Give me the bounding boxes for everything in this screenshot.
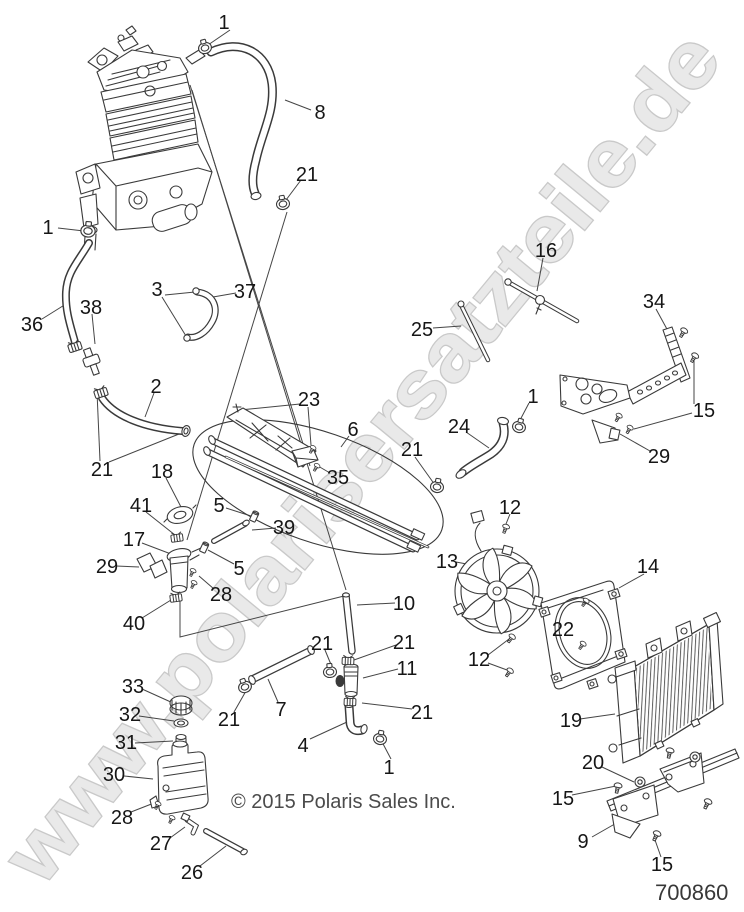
callout-12: 12 <box>499 497 521 519</box>
callout-21: 21 <box>91 459 113 481</box>
hose-3 <box>183 287 219 342</box>
filler-assembly <box>136 504 250 594</box>
fan-13 <box>453 510 544 635</box>
hose-7 <box>248 645 315 685</box>
callout-31: 31 <box>115 732 137 754</box>
callout-16: 16 <box>535 240 557 262</box>
callout-21: 21 <box>296 164 318 186</box>
callout-32: 32 <box>119 704 141 726</box>
hose-4 <box>343 701 368 736</box>
callout-37: 37 <box>234 281 256 303</box>
rod-25 <box>457 300 491 363</box>
fitting-11 <box>335 663 359 698</box>
callout-9: 9 <box>577 831 588 853</box>
callout-7: 7 <box>275 699 286 721</box>
tube-10 <box>341 592 356 655</box>
coolant-bottle <box>149 695 248 856</box>
callout-28: 28 <box>111 807 133 829</box>
callout-39: 39 <box>273 517 295 539</box>
callout-21: 21 <box>401 439 423 461</box>
callout-34: 34 <box>643 291 665 313</box>
callout-29: 29 <box>96 556 118 578</box>
callout-1: 1 <box>218 12 229 34</box>
callout-15: 15 <box>651 854 673 876</box>
radiator-19 <box>607 611 724 764</box>
callout-33: 33 <box>122 676 144 698</box>
callout-25: 25 <box>411 319 433 341</box>
bracket-34 <box>559 326 691 444</box>
callout-24: 24 <box>448 416 470 438</box>
bracket-9 <box>606 748 740 839</box>
callout-21: 21 <box>218 709 240 731</box>
heat-shield-6 <box>192 403 444 555</box>
leader-lines <box>41 29 695 867</box>
callout-21: 21 <box>411 702 433 724</box>
callout-13: 13 <box>436 551 458 573</box>
callout-2: 2 <box>150 376 161 398</box>
callout-36: 36 <box>21 314 43 336</box>
callout-40: 40 <box>123 613 145 635</box>
callout-15: 15 <box>552 788 574 810</box>
callout-6: 6 <box>347 419 358 441</box>
callout-12: 12 <box>468 649 490 671</box>
rod-16 <box>504 278 580 324</box>
shroud-14 <box>538 580 628 690</box>
copyright-text: © 2015 Polaris Sales Inc. <box>231 791 456 813</box>
callout-1: 1 <box>527 386 538 408</box>
callout-29: 29 <box>648 446 670 468</box>
callout-26: 26 <box>181 862 203 884</box>
callout-1: 1 <box>383 757 394 779</box>
hose-8 <box>206 42 277 201</box>
hose-36-fitting-38-hose-2 <box>61 239 191 437</box>
callout-11: 11 <box>397 658 418 680</box>
callout-19: 19 <box>560 710 582 732</box>
callout-41: 41 <box>130 495 152 517</box>
diagram-number: 700860 <box>655 880 729 905</box>
callout-38: 38 <box>80 297 102 319</box>
callout-35: 35 <box>327 467 349 489</box>
callout-15: 15 <box>693 400 715 422</box>
callout-17: 17 <box>123 529 145 551</box>
callout-27: 27 <box>150 833 172 855</box>
engine-illustration <box>75 25 213 253</box>
callout-23: 23 <box>298 389 320 411</box>
callout-21: 21 <box>311 633 333 655</box>
callout-14: 14 <box>637 556 659 578</box>
callout-4: 4 <box>297 735 308 757</box>
callout-28: 28 <box>210 584 232 606</box>
callout-10: 10 <box>393 593 415 615</box>
callout-5: 5 <box>233 558 244 580</box>
callout-1: 1 <box>42 217 53 239</box>
callout-18: 18 <box>151 461 173 483</box>
callout-8: 8 <box>314 102 325 124</box>
callout-5: 5 <box>213 495 224 517</box>
callout-30: 30 <box>103 764 125 786</box>
callout-22: 22 <box>552 619 574 641</box>
hose-24 <box>455 416 510 479</box>
callout-20: 20 <box>582 752 604 774</box>
callout-3: 3 <box>151 279 162 301</box>
callout-21: 21 <box>393 632 415 654</box>
